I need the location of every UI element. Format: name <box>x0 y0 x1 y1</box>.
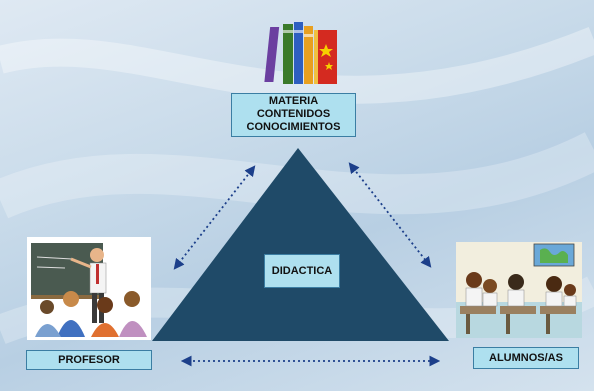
materia-label-box: MATERIA CONTENIDOS CONOCIMIENTOS <box>231 93 356 137</box>
students-illustration <box>456 242 582 338</box>
contenidos-line: CONTENIDOS <box>256 108 331 120</box>
students-in-classroom-icon <box>456 242 582 338</box>
didactic-triangle <box>152 148 449 341</box>
didactica-label: DIDACTICA <box>264 254 340 288</box>
conocimientos-line: CONOCIMIENTOS <box>246 121 341 133</box>
teacher-at-blackboard-icon <box>31 243 147 337</box>
materia-line: MATERIA <box>268 95 319 107</box>
alumnos-label: ALUMNOS/AS <box>473 347 579 369</box>
books-icon <box>264 22 337 84</box>
arrow-materia-alumnos <box>348 162 432 268</box>
teacher-illustration <box>27 237 151 340</box>
profesor-label: PROFESOR <box>26 350 152 370</box>
arrow-materia-profesor <box>173 165 256 270</box>
